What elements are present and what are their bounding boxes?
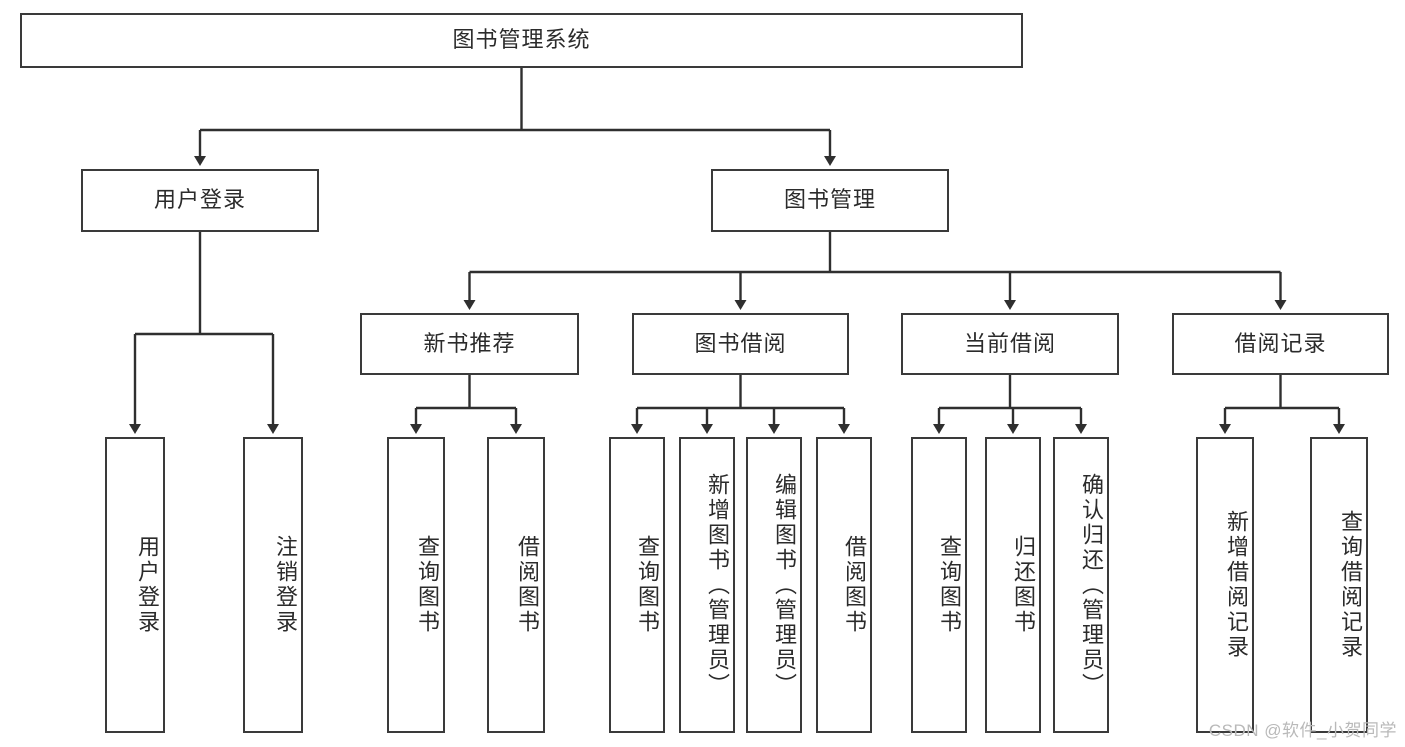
node-user-login[interactable]: 用户登录 (81, 169, 319, 232)
node-current-borrow[interactable]: 当前借阅 (901, 313, 1119, 375)
node-label: 用户登录 (153, 187, 246, 213)
node-label: 借阅记录 (1234, 330, 1327, 356)
node-leaf-edit-book[interactable]: 编辑图书（管理员） (746, 437, 802, 733)
csdn-watermark: CSDN @软件_小贺同学 (1208, 721, 1397, 740)
node-leaf-query-borrow-record[interactable]: 查询借阅记录 (1310, 437, 1368, 733)
node-leaf-borrow-book-rec[interactable]: 借阅图书 (487, 437, 545, 733)
node-leaf-logout[interactable]: 注销登录 (243, 437, 303, 733)
node-label: 查询图书 (635, 535, 660, 635)
node-book-manage[interactable]: 图书管理 (711, 169, 949, 232)
node-label: 查询图书 (937, 535, 962, 635)
node-leaf-query-book-borrow[interactable]: 查询图书 (609, 437, 665, 733)
node-label: 确认归还（管理员） (1079, 472, 1104, 698)
node-label: 查询图书 (415, 535, 440, 635)
node-label: 注销登录 (273, 535, 298, 635)
node-label: 编辑图书（管理员） (772, 472, 797, 698)
node-leaf-confirm-return[interactable]: 确认归还（管理员） (1053, 437, 1109, 733)
node-leaf-borrow-book[interactable]: 借阅图书 (816, 437, 872, 733)
node-label: 借阅图书 (515, 535, 540, 635)
node-label: 借阅图书 (842, 535, 867, 635)
node-leaf-user-login[interactable]: 用户登录 (105, 437, 165, 733)
node-leaf-add-book[interactable]: 新增图书（管理员） (679, 437, 735, 733)
node-leaf-add-borrow-record[interactable]: 新增借阅记录 (1196, 437, 1254, 733)
node-label: 当前借阅 (963, 330, 1056, 356)
node-label: 用户登录 (135, 535, 160, 635)
node-book-borrow[interactable]: 图书借阅 (632, 313, 849, 375)
node-new-book-rec[interactable]: 新书推荐 (360, 313, 579, 375)
node-label: 查询借阅记录 (1338, 510, 1363, 660)
node-leaf-query-book-cur[interactable]: 查询图书 (911, 437, 967, 733)
node-leaf-return-book[interactable]: 归还图书 (985, 437, 1041, 733)
node-label: 图书管理系统 (452, 27, 591, 53)
node-label: 新增借阅记录 (1224, 510, 1249, 660)
node-root[interactable]: 图书管理系统 (20, 13, 1023, 68)
node-leaf-query-book-rec[interactable]: 查询图书 (387, 437, 445, 733)
node-label: 新增图书（管理员） (705, 472, 730, 698)
node-label: 图书管理 (783, 187, 876, 213)
node-borrow-record[interactable]: 借阅记录 (1172, 313, 1389, 375)
node-label: 图书借阅 (694, 330, 787, 356)
node-label: 新书推荐 (423, 330, 516, 356)
node-label: 归还图书 (1011, 535, 1036, 635)
